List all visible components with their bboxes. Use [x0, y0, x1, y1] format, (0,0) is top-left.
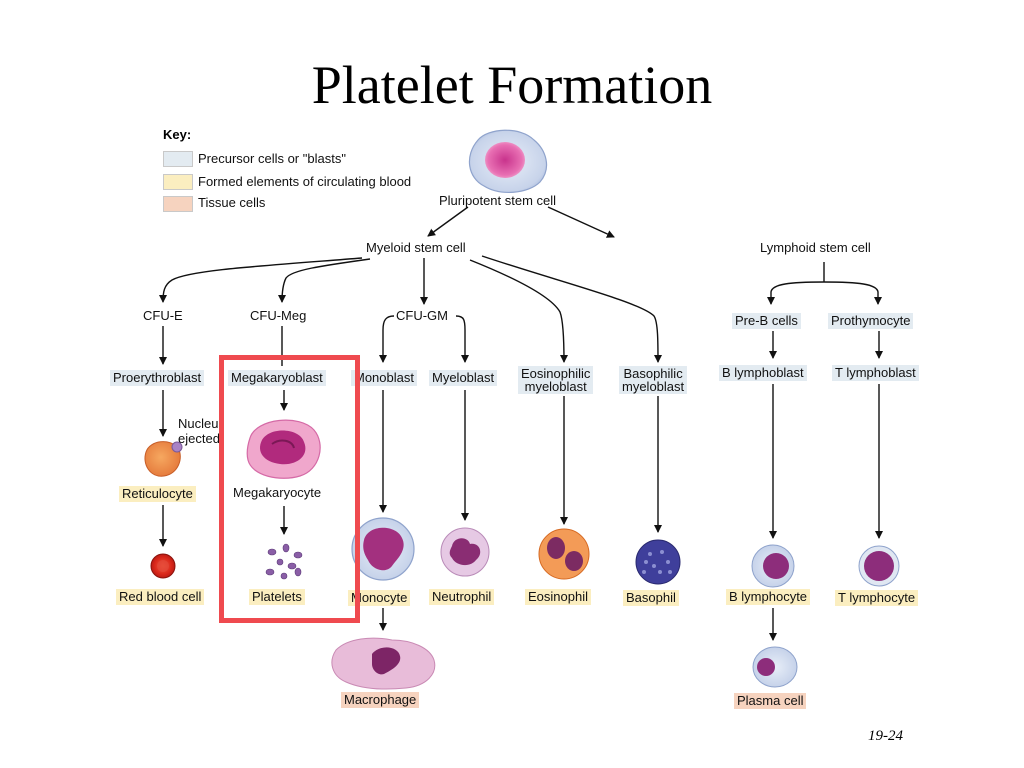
arrow-cfugm-monoblast: [379, 315, 395, 363]
pluripotent-stem-cell-image: [468, 129, 548, 193]
label-eosinophilic-line2: myeloblast: [524, 379, 587, 394]
label-t-lymphoblast: T lymphoblast: [832, 365, 919, 381]
b-lymphocyte-image: [751, 544, 795, 588]
page-number: 19-24: [868, 728, 903, 744]
label-neutrophil: Neutrophil: [429, 589, 495, 605]
label-basophil: Basophil: [623, 590, 679, 606]
arrow-lymphoid-prothymocyte: [823, 281, 882, 305]
eosinophil-image: [538, 528, 590, 580]
label-basophilic-myeloblast: Basophilic myeloblast: [619, 366, 688, 394]
arrow-lymphoid-preb: [767, 281, 825, 305]
label-t-lymphocyte: T lymphocyte: [835, 590, 919, 606]
t-lymphocyte-image: [858, 545, 900, 587]
label-monocyte: Monocyte: [348, 590, 411, 606]
neutrophil-image: [440, 527, 490, 577]
label-platelets: Platelets: [249, 589, 305, 605]
key-title: Key:: [163, 127, 192, 142]
arrow-pluripotent-myeloid: [427, 206, 469, 237]
label-eosinophilic-line1: Eosinophilic: [521, 366, 591, 381]
label-megakaryocyte: Megakaryocyte: [233, 485, 322, 500]
label-proerythroblast: Proerythroblast: [110, 370, 205, 386]
platelet-lineage-highlight: [219, 355, 360, 623]
arrow-myeloid-cfue: [159, 257, 363, 303]
label-eosinophil: Eosinophil: [525, 589, 591, 605]
label-lymphoid-stem-cell: Lymphoid stem cell: [760, 240, 871, 255]
label-prothymocyte: Prothymocyte: [828, 313, 914, 329]
arrow-myeloid-eosinophilic: [469, 259, 568, 363]
label-myeloblast: Myeloblast: [429, 370, 498, 386]
key-label-tissue: Tissue cells: [198, 195, 266, 210]
label-pluripotent-stem-cell: Pluripotent stem cell: [439, 193, 557, 208]
label-reticulocyte: Reticulocyte: [119, 486, 196, 502]
label-pre-b-cells: Pre-B cells: [732, 313, 801, 329]
red-blood-cell-image: [150, 553, 176, 579]
label-basophilic-line2: myeloblast: [622, 379, 685, 394]
arrow-myeloid-basophilic: [481, 255, 662, 363]
label-red-blood-cell: Red blood cell: [116, 589, 205, 605]
label-b-lymphocyte: B lymphocyte: [726, 589, 811, 605]
arrow-cfugm-myeloblast: [455, 315, 469, 363]
label-cfu-e: CFU-E: [143, 308, 183, 323]
macrophage-image: [331, 637, 436, 690]
label-myeloid-stem-cell: Myeloid stem cell: [366, 240, 466, 255]
platelets-image: [265, 543, 303, 580]
arrow-myeloid-cfumeg: [278, 258, 371, 303]
slide-title: Platelet Formation: [311, 55, 713, 115]
megakaryocyte-image: [246, 419, 321, 479]
reticulocyte-image: [144, 441, 183, 477]
label-cfu-gm: CFU-GM: [396, 308, 448, 323]
key-swatch-formed: [163, 174, 193, 190]
label-megakaryoblast: Megakaryoblast: [228, 370, 326, 386]
label-nucleus-ejected: Nucleus ejected: [178, 416, 224, 446]
label-nucleus-line1: Nucleus: [178, 416, 224, 431]
label-b-lymphoblast: B lymphoblast: [719, 365, 807, 381]
label-monoblast: Monoblast: [351, 370, 417, 386]
key-label-precursor: Precursor cells or "blasts": [198, 151, 346, 166]
monocyte-image: [351, 517, 415, 581]
key-swatch-tissue: [163, 196, 193, 212]
label-nucleus-line2: ejected: [178, 431, 220, 446]
plasma-cell-image: [752, 646, 798, 688]
key-swatch-precursor: [163, 151, 193, 167]
key-label-formed: Formed elements of circulating blood: [198, 174, 412, 189]
label-plasma-cell: Plasma cell: [734, 693, 807, 709]
label-basophilic-line1: Basophilic: [623, 366, 683, 381]
label-macrophage: Macrophage: [341, 692, 420, 708]
basophil-image: [635, 539, 681, 585]
label-cfu-meg: CFU-Meg: [250, 308, 307, 323]
label-eosinophilic-myeloblast: Eosinophilic myeloblast: [518, 366, 594, 394]
arrow-pluripotent-lymphoid: [547, 206, 615, 238]
